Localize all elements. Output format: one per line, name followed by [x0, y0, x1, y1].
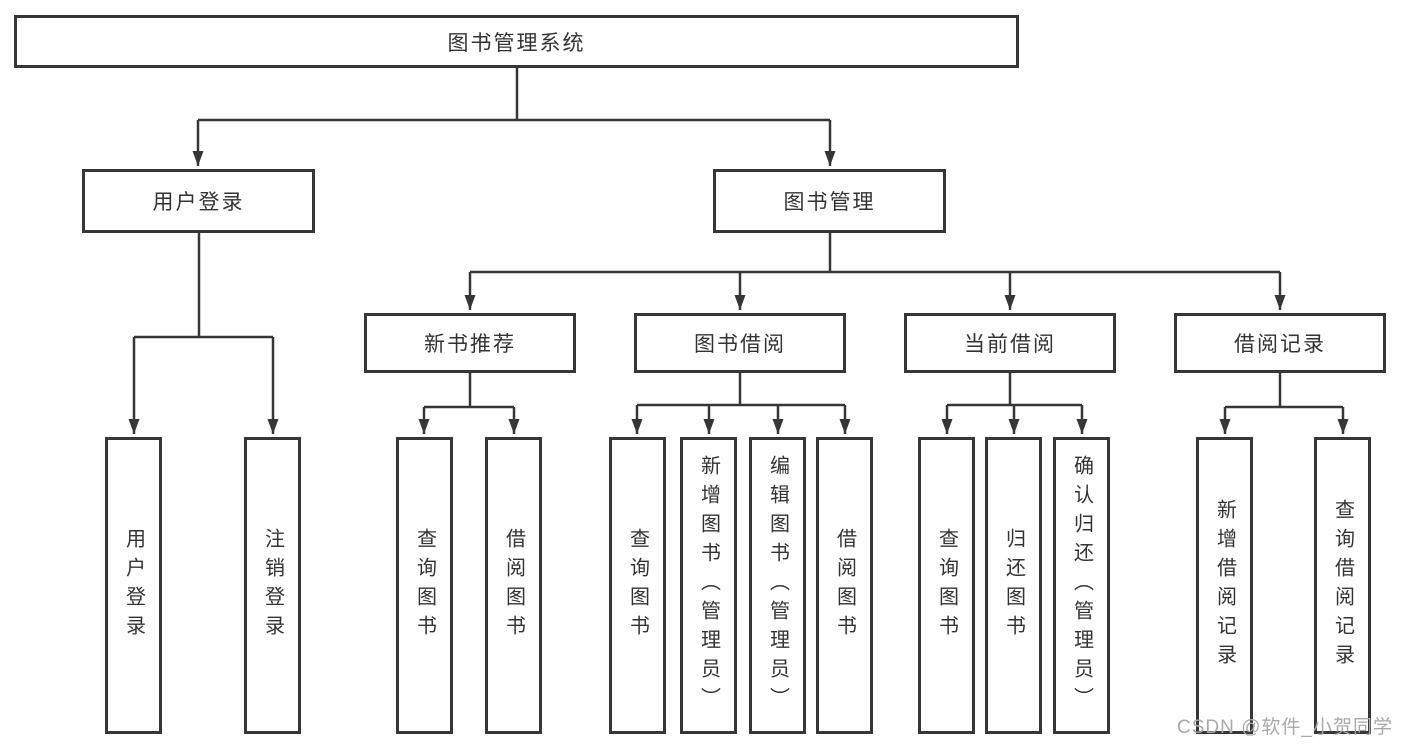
- leaf-logout: 注销登录: [244, 437, 301, 734]
- leaf-bb-add-book-admin: 新增图书（管理员）: [680, 437, 737, 734]
- node-book-borrow: 图书借阅: [634, 313, 846, 373]
- leaf-user-login: 用户登录: [105, 437, 162, 734]
- leaf-nb-query-book: 查询图书: [396, 437, 453, 734]
- leaf-nb-borrow-book: 借阅图书: [485, 437, 542, 734]
- node-library-management-system: 图书管理系统: [14, 15, 1019, 68]
- leaf-cb-query-book: 查询图书: [918, 437, 975, 734]
- leaf-br-add-record: 新增借阅记录: [1196, 437, 1253, 734]
- node-current-borrow: 当前借阅: [904, 313, 1116, 373]
- leaf-bb-edit-book-admin: 编辑图书（管理员）: [749, 437, 806, 734]
- leaf-cb-confirm-return-admin: 确认归还（管理员）: [1053, 437, 1110, 734]
- node-book-management: 图书管理: [713, 169, 946, 233]
- node-user-login: 用户登录: [82, 169, 315, 233]
- leaf-bb-borrow-book: 借阅图书: [816, 437, 873, 734]
- node-new-book-recommend: 新书推荐: [364, 313, 576, 373]
- watermark: CSDN @软件_小贺同学: [1177, 717, 1393, 738]
- leaf-cb-return-book: 归还图书: [985, 437, 1042, 734]
- leaf-br-query-record: 查询借阅记录: [1314, 437, 1371, 734]
- leaf-bb-query-book: 查询图书: [609, 437, 666, 734]
- node-borrow-record: 借阅记录: [1174, 313, 1386, 373]
